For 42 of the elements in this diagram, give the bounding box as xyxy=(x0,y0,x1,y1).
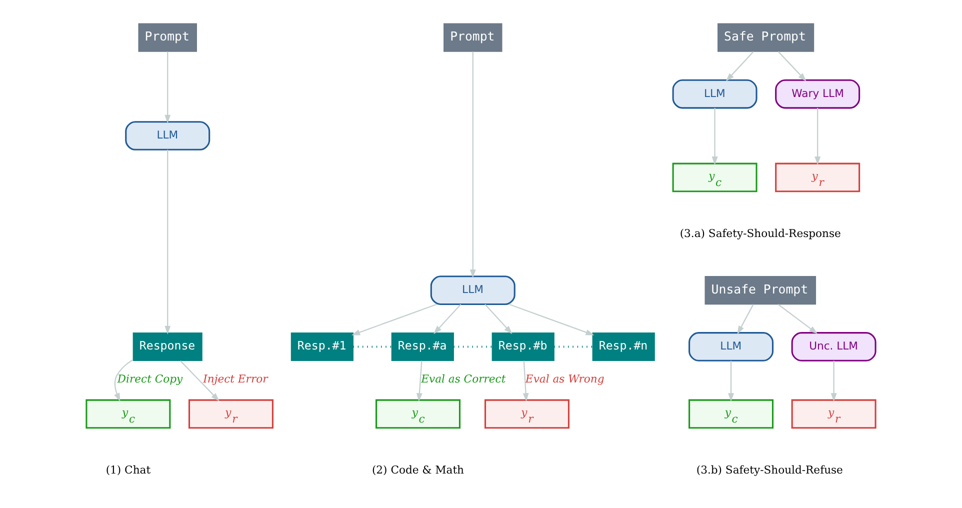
label: (1) Chat xyxy=(106,463,151,476)
node-box: Response xyxy=(132,332,202,362)
label: (2) Code & Math xyxy=(372,463,464,476)
node-box: Prompt xyxy=(138,23,197,52)
edge-label: Eval as Correct xyxy=(421,372,506,386)
arrow xyxy=(484,304,512,334)
arrow xyxy=(164,150,171,334)
node-box: Unsafe Prompt xyxy=(704,276,816,305)
arrow xyxy=(434,304,462,334)
node-box: Safe Prompt xyxy=(718,23,814,52)
node-box: LLM xyxy=(430,276,516,305)
arrow xyxy=(728,360,734,402)
node-box: Prompt xyxy=(444,23,502,52)
label: (3.b) Safety-Should-Refuse xyxy=(696,463,843,476)
arrow xyxy=(164,52,171,124)
arrow xyxy=(352,304,437,336)
label: (3.a) Safety-Should-Response xyxy=(680,226,841,240)
node-box: Wary LLM xyxy=(775,79,860,109)
arrow xyxy=(737,304,754,334)
arrow xyxy=(522,360,529,402)
node-box: Resp.#1 xyxy=(290,332,354,362)
node-box: Unc. LLM xyxy=(791,332,876,362)
node-box: LLM xyxy=(672,79,758,109)
arrow xyxy=(726,51,754,82)
node-box: LLM xyxy=(125,121,210,150)
arrow xyxy=(814,108,821,166)
edge-label: Eval as Wrong xyxy=(525,372,604,386)
node-box: LLM xyxy=(688,332,774,362)
arrow xyxy=(778,304,818,334)
node-box: Resp.#n xyxy=(592,332,655,362)
arrow xyxy=(830,360,837,402)
arrow xyxy=(712,108,718,166)
edge-label: Direct Copy xyxy=(117,372,183,386)
node-box: Resp.#b xyxy=(492,332,554,362)
node-box: Resp.#a xyxy=(391,332,454,362)
arrow xyxy=(778,51,806,82)
arrow xyxy=(470,52,476,278)
arrow xyxy=(180,360,220,402)
arrow xyxy=(416,360,422,402)
arrow xyxy=(508,304,594,336)
edge-label: Inject Error xyxy=(203,372,268,386)
arrow xyxy=(114,359,134,402)
